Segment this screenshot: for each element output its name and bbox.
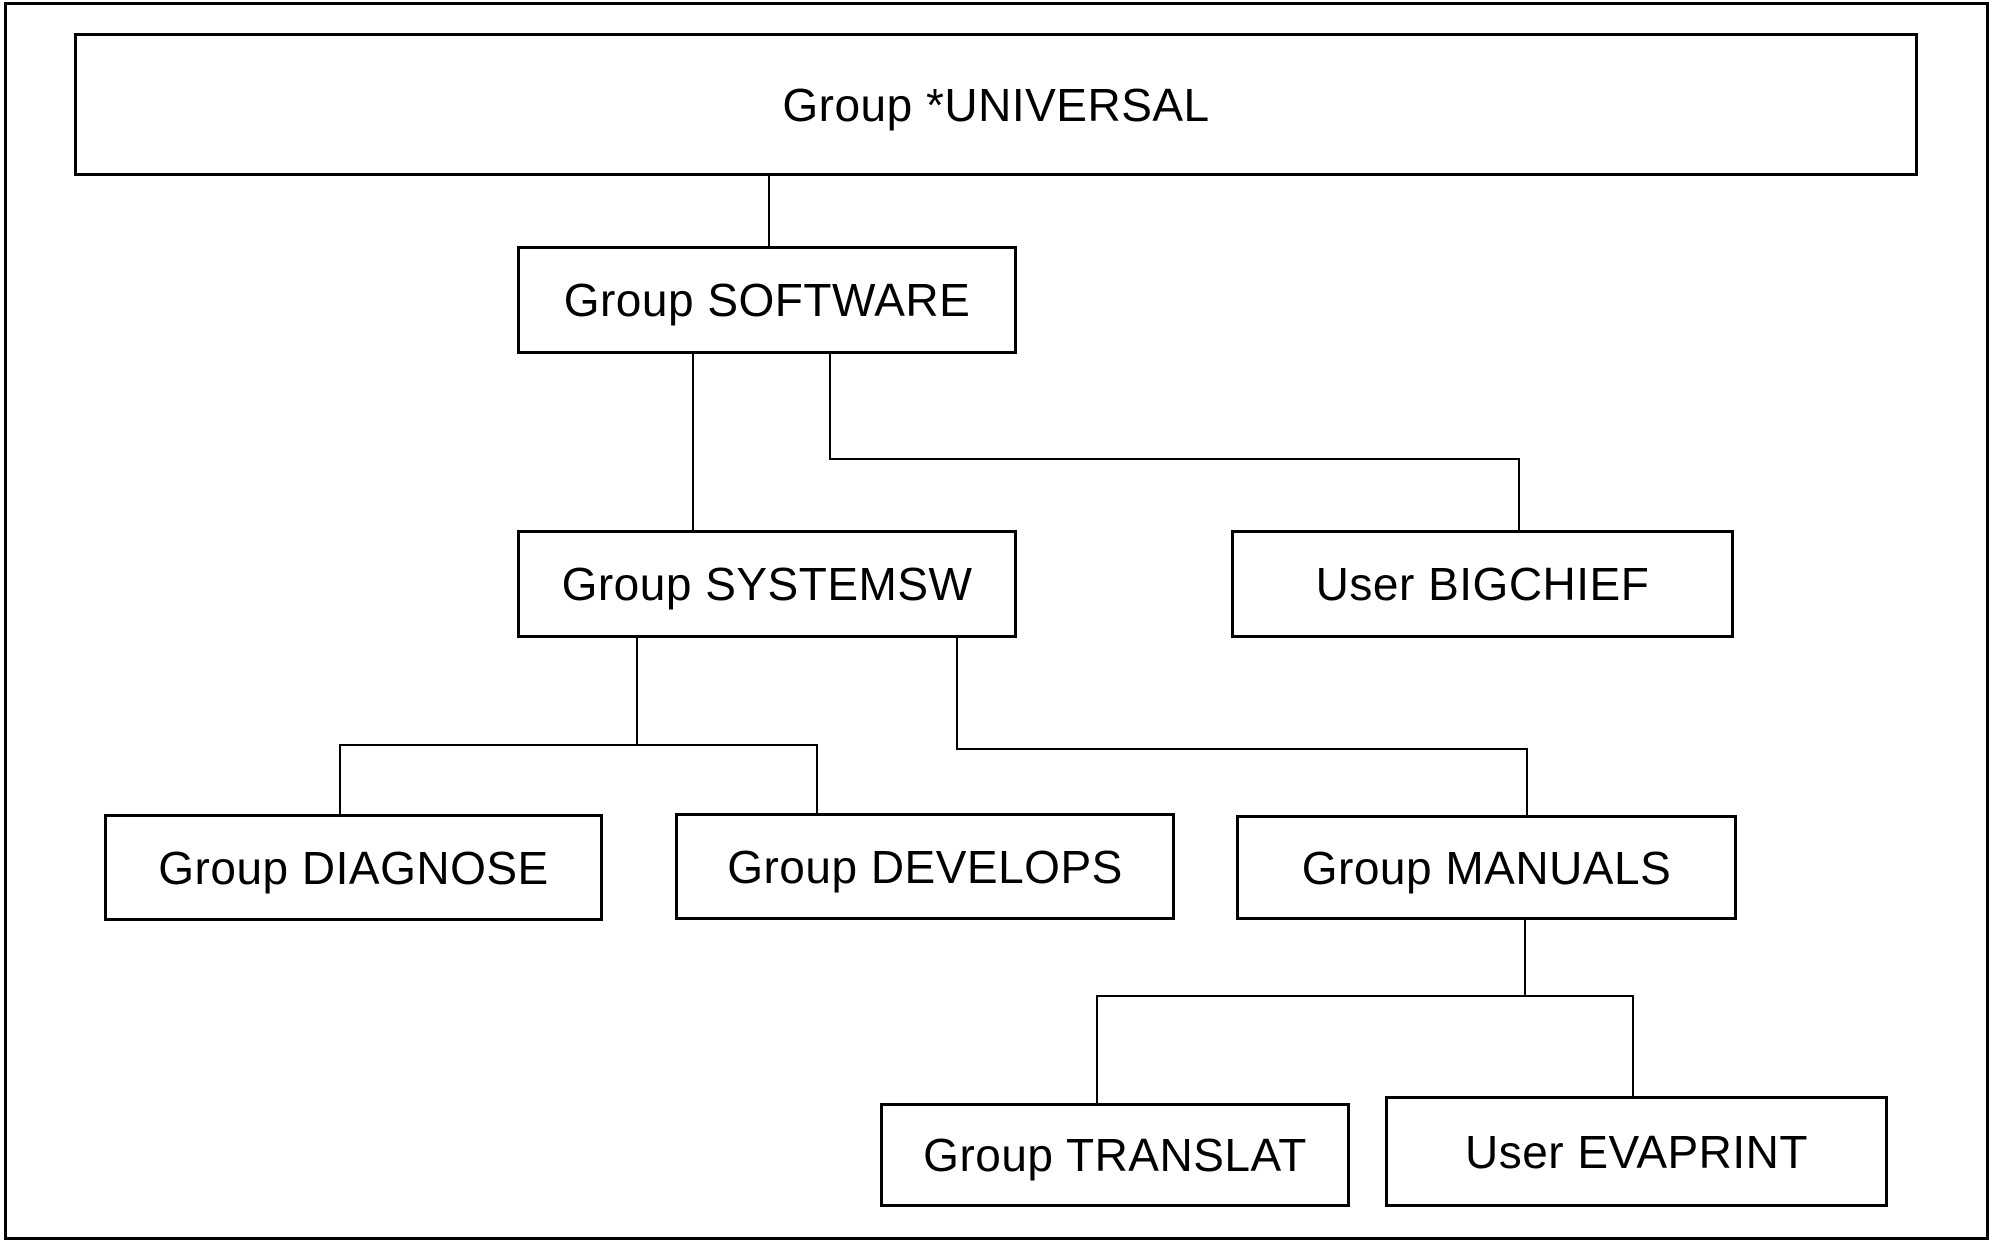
node-group-develops: Group DEVELOPS — [675, 813, 1175, 920]
node-group-translat-label: Group TRANSLAT — [923, 1129, 1307, 1181]
connector-diagnose-drop — [339, 744, 341, 814]
node-group-universal: Group *UNIVERSAL — [74, 33, 1918, 176]
connector-universal-software — [768, 176, 770, 246]
node-group-diagnose-label: Group DIAGNOSE — [158, 841, 549, 894]
connector-translat-drop — [1096, 995, 1098, 1103]
connector-evaprint-drop — [1632, 995, 1634, 1096]
connector-systemsw-manuals-drop — [1526, 748, 1528, 815]
node-group-translat: Group TRANSLAT — [880, 1103, 1350, 1207]
node-group-diagnose: Group DIAGNOSE — [104, 814, 603, 921]
node-user-bigchief-label: User BIGCHIEF — [1315, 558, 1650, 610]
connector-software-systemsw — [692, 354, 694, 530]
connector-systemsw-left-stem — [636, 638, 638, 745]
node-group-software: Group SOFTWARE — [517, 246, 1017, 354]
connector-manuals-horizontal — [1096, 995, 1634, 997]
connector-systemsw-manuals-stem — [956, 638, 958, 750]
diagram-border — [4, 2, 1989, 1240]
connector-software-bigchief-stem — [829, 354, 831, 460]
node-group-manuals: Group MANUALS — [1236, 815, 1737, 920]
node-group-systemsw: Group SYSTEMSW — [517, 530, 1017, 638]
node-group-software-label: Group SOFTWARE — [563, 274, 971, 326]
connector-systemsw-left-horizontal — [339, 744, 818, 746]
node-user-evaprint-label: User EVAPRINT — [1464, 1125, 1809, 1178]
node-group-manuals-label: Group MANUALS — [1301, 841, 1672, 894]
node-user-evaprint: User EVAPRINT — [1385, 1096, 1888, 1207]
connector-develops-drop — [816, 744, 818, 813]
node-group-universal-label: Group *UNIVERSAL — [782, 78, 1210, 131]
node-group-systemsw-label: Group SYSTEMSW — [561, 558, 973, 610]
connector-systemsw-manuals-horizontal — [956, 748, 1528, 750]
connector-software-bigchief-horizontal — [829, 458, 1520, 460]
node-user-bigchief: User BIGCHIEF — [1231, 530, 1734, 638]
connector-software-bigchief-drop — [1518, 458, 1520, 530]
connector-manuals-stem — [1524, 920, 1526, 996]
node-group-develops-label: Group DEVELOPS — [727, 840, 1123, 893]
